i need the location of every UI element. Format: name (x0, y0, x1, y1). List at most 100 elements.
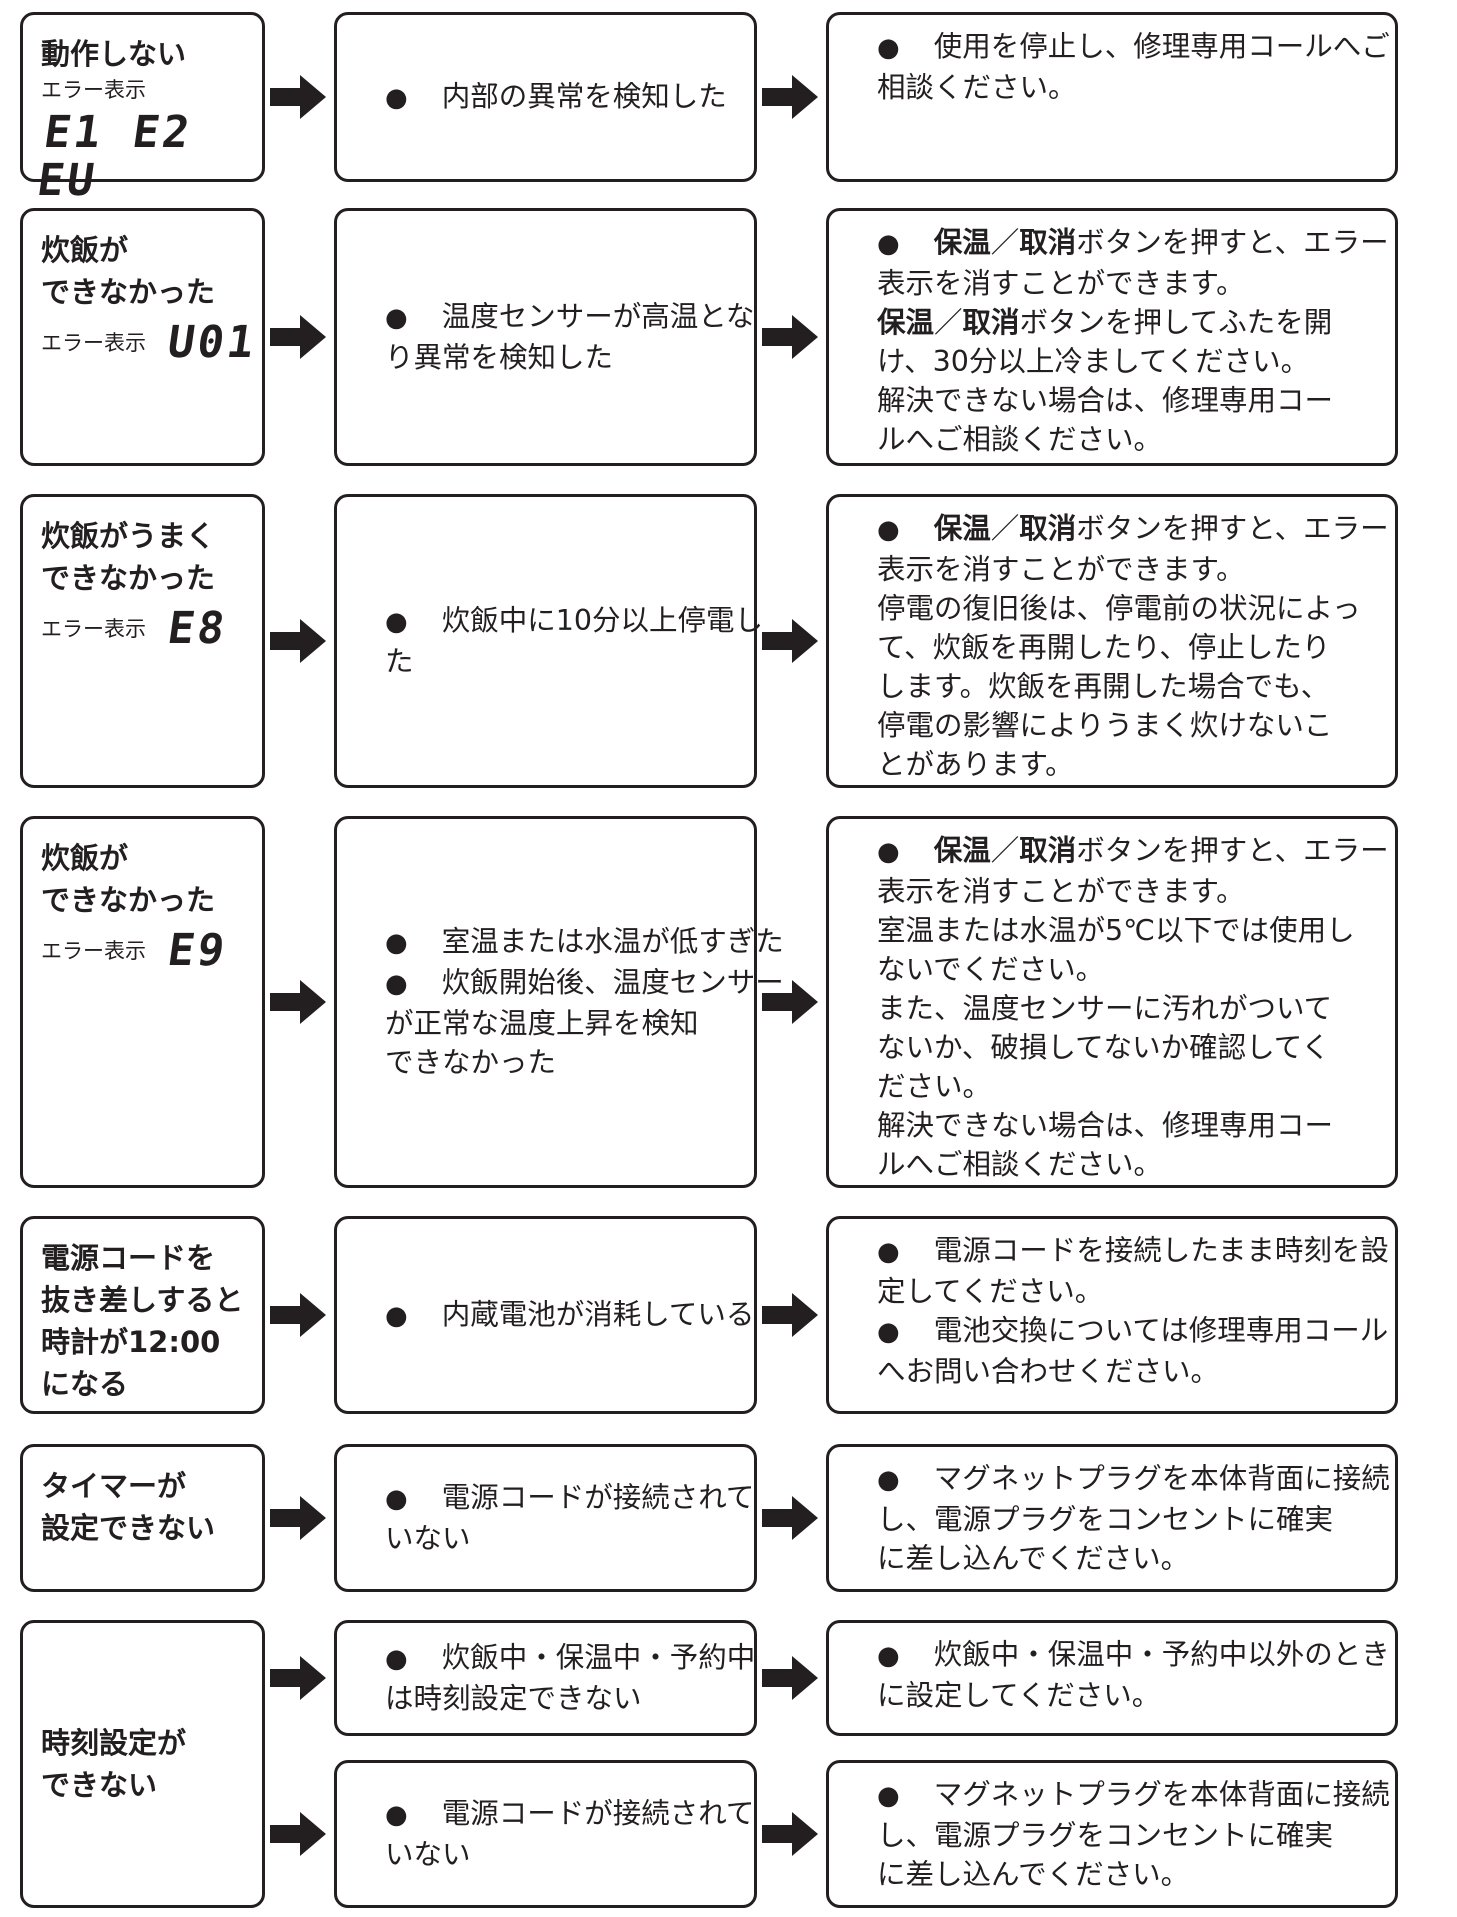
remedy-text: ないか、破損してないか確認してく (877, 1031, 1330, 1064)
remedy-text: け、30分以上冷ましてください。 (877, 345, 1310, 378)
remedy-line: 停電の復旧後は、停電前の状況によっ (877, 589, 1395, 628)
remedy-text: マグネットプラグを本体背面に接続 (933, 1462, 1390, 1495)
symptom-content: 電源コードを 抜き差しすると 時計が12:00 になる (41, 1237, 262, 1405)
remedy-text: し、電源プラグをコンセントに確実 (877, 1503, 1334, 1536)
cause-line: ●炊飯開始後、温度センサー (385, 963, 784, 1004)
remedy-text: に差し込んでください。 (877, 1858, 1190, 1891)
cause-text: できなかった (385, 1046, 557, 1079)
remedy-text: へお問い合わせください。 (877, 1355, 1220, 1388)
cause-line: ●炊飯中・保温中・予約中 (385, 1638, 755, 1679)
bullet-icon: ● (385, 303, 408, 333)
remedy-box: ●マグネットプラグを本体背面に接続し、電源プラグをコンセントに確実に差し込んでく… (826, 1760, 1398, 1908)
cause-line: いない (385, 1519, 754, 1558)
remedy-box: ●保温／取消ボタンを押すと、エラー表示を消すことができます。室温または水温が5℃… (826, 816, 1398, 1188)
remedy-text: ルへご相談ください。 (877, 423, 1163, 456)
arrow-right-icon (762, 1293, 818, 1337)
symptom-title: タイマーが 設定できない (41, 1469, 216, 1545)
symptom-box: 時刻設定が できない (20, 1620, 265, 1908)
cause-line: ● 炊飯中に10分以上停電し (385, 601, 763, 642)
symptom-title: 炊飯が できなかった (41, 841, 216, 917)
bullet-icon: ● (877, 1781, 900, 1811)
symptom-box: 電源コードを 抜き差しすると 時計が12:00 になる (20, 1216, 265, 1414)
remedy-text: また、温度センサーに汚れがついて (877, 992, 1333, 1025)
remedy-line: ● マグネットプラグを本体背面に接続 (877, 1775, 1395, 1816)
remedy-text: 電源コードを接続したまま時刻を設 (933, 1234, 1389, 1267)
arrow-right-icon (762, 1656, 818, 1700)
symptom-title: 炊飯が できなかった (41, 233, 216, 309)
slash-separator: ／ (934, 306, 963, 339)
cause-line: は時刻設定できない (385, 1679, 754, 1718)
arrow-right-icon (762, 1812, 818, 1856)
arrow-right-icon (270, 1656, 326, 1700)
cancel-button-label: 取消 (1019, 226, 1077, 259)
cause-text: 温度センサーが高温とな (441, 300, 755, 333)
arrow-right-icon (762, 1496, 818, 1540)
remedy-line: に差し込んでください。 (877, 1539, 1395, 1578)
arrow-right-icon (270, 1812, 326, 1856)
cause-text: り異常を検知した (385, 341, 614, 374)
arrow-right-icon (270, 1496, 326, 1540)
symptom-title: 時刻設定が できない (41, 1726, 187, 1802)
arrow-right-icon (762, 315, 818, 359)
remedy-text: 表示を消すことができます。 (877, 553, 1245, 586)
bullet-icon: ● (385, 1800, 408, 1830)
remedy-line: け、30分以上冷ましてください。 (877, 342, 1395, 381)
remedy-text: に設定してください。 (877, 1679, 1161, 1712)
remedy-text: マグネットプラグを本体背面に接続 (933, 1778, 1390, 1811)
remedy-line: 表示を消すことができます。 (877, 264, 1395, 303)
symptom-title: 動作しない (41, 37, 187, 71)
bullet-icon: ● (385, 1484, 408, 1514)
cause-line: ● 温度センサーが高温とな (385, 297, 754, 338)
remedy-text: ボタンを押すと、エラー (1076, 226, 1389, 259)
error-code: E9 (164, 925, 231, 976)
bullet-icon: ● (385, 928, 408, 958)
arrow-right-icon (270, 315, 326, 359)
remedy-text: ないでください。 (877, 953, 1105, 986)
remedy-text: 相談ください。 (877, 71, 1077, 104)
remedy-line: 表示を消すことができます。 (877, 872, 1395, 911)
cause-box: ●電源コードが接続されていない (334, 1444, 757, 1592)
remedy-text: 電池交換については修理専用コール (933, 1314, 1389, 1347)
remedy-box: ●電源コードを接続したまま時刻を設定してください。●電池交換については修理専用コ… (826, 1216, 1398, 1414)
symptom-box: タイマーが 設定できない (20, 1444, 265, 1592)
remedy-line: 相談ください。 (877, 68, 1395, 107)
remedy-line: ● 電源コードを接続したまま時刻を設 (877, 1231, 1395, 1272)
cause-box: ●炊飯中・保温中・予約中は時刻設定できない (334, 1620, 757, 1736)
cause-box: ● 室温または水温が低すぎた ●炊飯開始後、温度センサーが正常な温度上昇を検知できな… (334, 816, 784, 1188)
bullet-icon: ● (877, 33, 900, 63)
cause-text: いない (385, 1838, 471, 1871)
bullet-icon: ● (385, 1644, 408, 1674)
remedy-line: ●保温／取消ボタンを押すと、エラー (877, 831, 1395, 872)
bullet-icon: ● (385, 607, 408, 637)
cause-text: 炊飯中に10分以上停電し (441, 604, 763, 637)
cause-box: ●内蔵電池が消耗している (334, 1216, 757, 1414)
error-code-row: E1 E2 EU (34, 107, 262, 206)
bullet-icon: ● (877, 1237, 900, 1267)
cause-text: 内部の異常を検知した (441, 79, 727, 113)
remedy-line: ないでください。 (877, 950, 1395, 989)
bullet-icon: ● (877, 229, 900, 259)
cause-text: が正常な温度上昇を検知 (385, 1007, 699, 1040)
remedy-text: 使用を停止し、修理専用コールへご (933, 30, 1390, 63)
cause-text: いない (385, 1522, 471, 1555)
remedy-line: 停電の影響によりうまく炊けないこ (877, 706, 1395, 745)
cause-text: 電源コードが接続されて (441, 1797, 755, 1830)
symptom-content: タイマーが 設定できない (41, 1465, 262, 1549)
cause-line: た (385, 642, 754, 681)
cancel-button-label: 取消 (1019, 834, 1077, 867)
remedy-line: 室温または水温が5℃以下では使用し (877, 911, 1395, 950)
cause-line: ●内蔵電池が消耗している (385, 1295, 754, 1336)
remedy-text: 停電の影響によりうまく炊けないこ (877, 709, 1333, 742)
cause-text: 室温または水温が低すぎた (441, 925, 784, 958)
error-display-label: エラー表示 (41, 331, 146, 355)
slash-separator: ／ (990, 834, 1020, 867)
remedy-text: 室温または水温が5℃以下では使用し (877, 914, 1355, 947)
cause-line: ● 電源コードが接続されて (385, 1794, 754, 1835)
remedy-line: 解決できない場合は、修理専用コー (877, 1106, 1395, 1145)
